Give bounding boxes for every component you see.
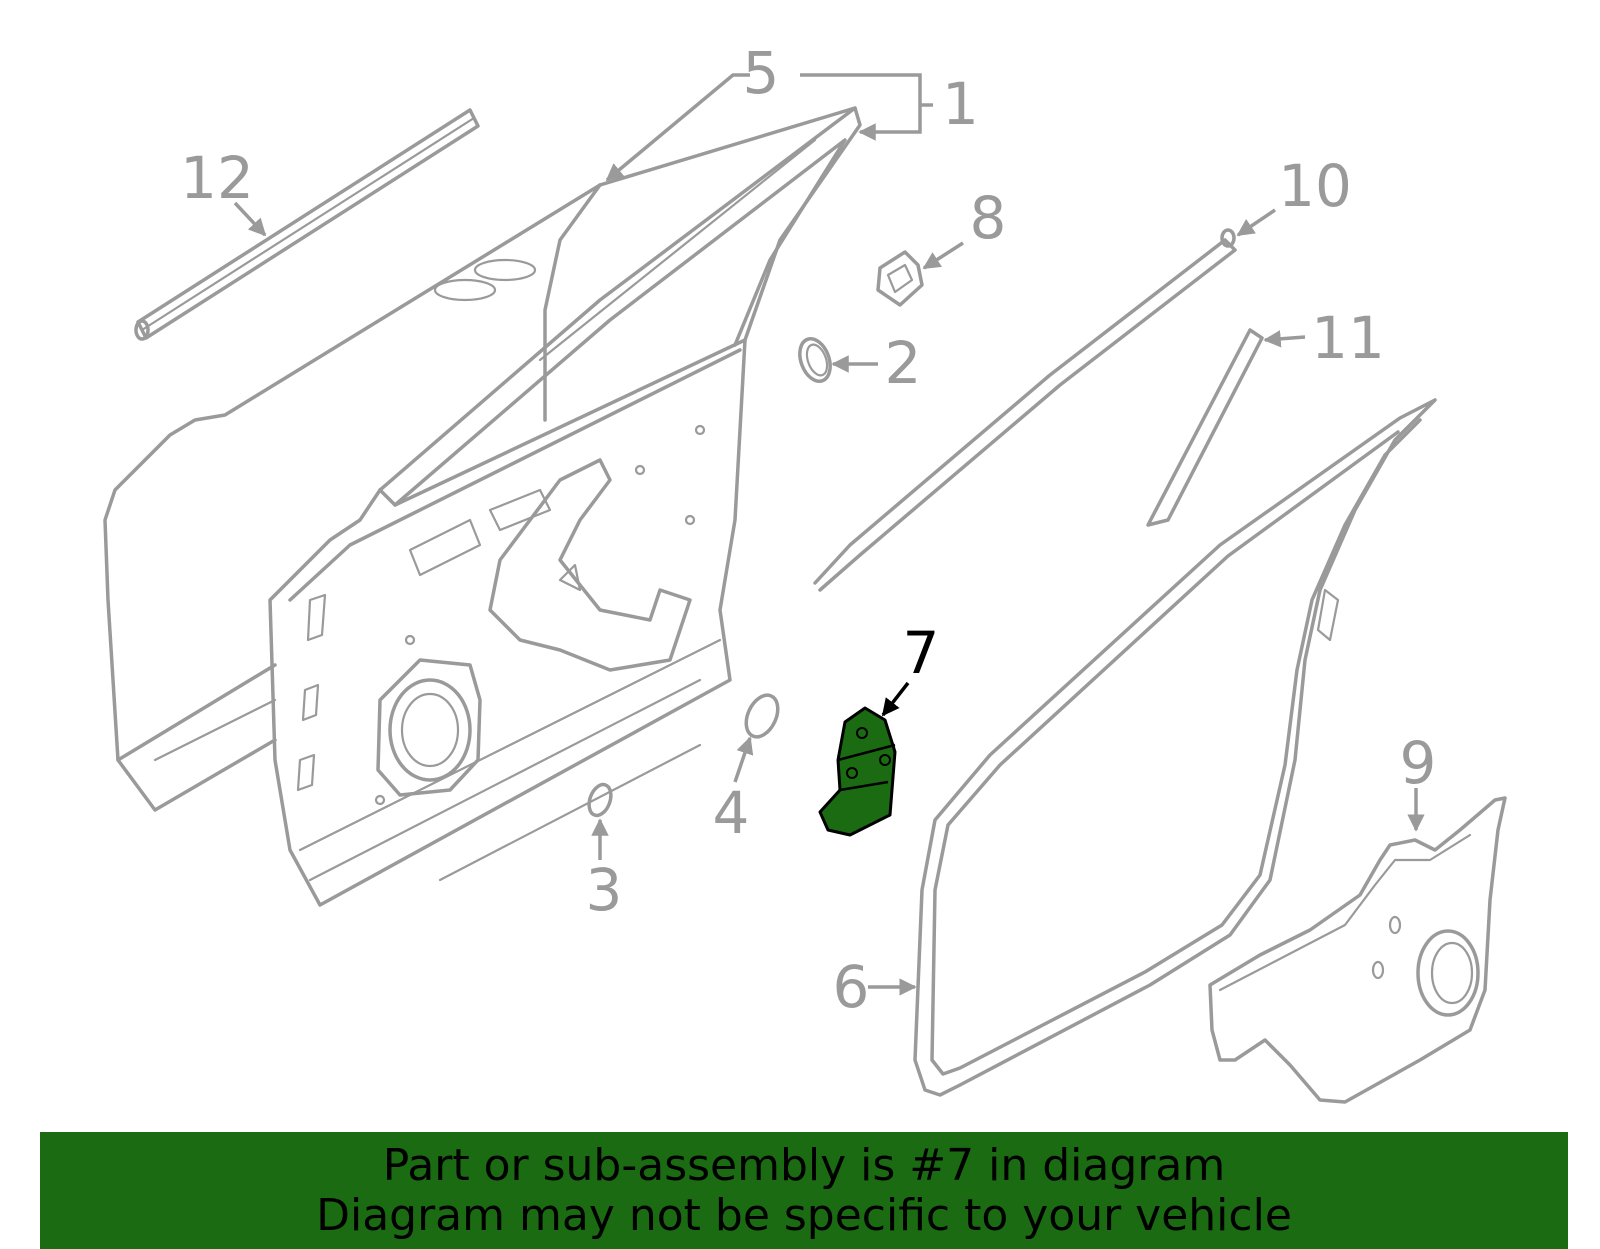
part-11-trim [1146,328,1264,527]
info-banner: Part or sub-assembly is #7 in diagram Di… [40,1132,1568,1249]
banner-line-1: Part or sub-assembly is #7 in diagram [382,1139,1226,1191]
callout-8: 8 [970,184,1007,252]
callout-12: 12 [180,144,254,212]
callout-9: 9 [1400,729,1437,797]
part-7-highlighted [818,706,897,837]
callout-4: 4 [713,779,750,847]
part-3-plug [587,782,613,818]
part-9-trim-panel [1208,796,1507,1104]
part-4-seal-ring [744,693,780,739]
callout-7: 7 [903,619,940,687]
banner-line-2: Diagram may not be specific to your vehi… [316,1189,1292,1241]
callout-5: 5 [743,39,780,107]
callout-10: 10 [1278,152,1352,220]
part-12-belt-molding [134,108,480,341]
part-2-grommet [798,337,832,383]
callout-6: 6 [833,953,870,1021]
part-10-channel [813,228,1237,592]
callout-11: 11 [1311,304,1385,372]
callout-1: 1 [942,70,979,138]
part-1-door-shell [103,106,862,907]
leader-lines [233,73,1425,996]
callout-labels: 1 5 12 8 10 2 11 7 4 3 6 9 [180,39,1436,1021]
part-6-weatherstrip [913,398,1437,1097]
part-8-clip [876,250,924,307]
callout-2: 2 [885,329,922,397]
callout-3: 3 [586,856,623,924]
